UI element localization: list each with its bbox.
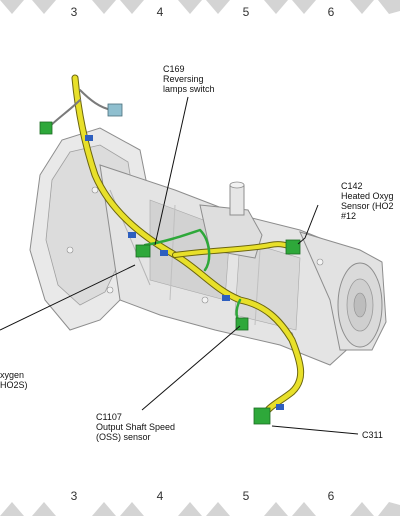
label-c311-id: C311 <box>362 430 383 440</box>
label-c142-line3: #12 <box>341 211 356 221</box>
label-c142-line2: Sensor (HO2 <box>341 201 394 211</box>
label-c142-line1: Heated Oxyg <box>341 191 394 201</box>
label-c1107: C1107 Output Shaft Speed (OSS) sensor <box>96 412 175 442</box>
leader-lines <box>0 96 359 435</box>
top-ruler: 3 4 5 6 <box>0 0 400 22</box>
ruler-number-bottom: 4 <box>157 489 164 503</box>
label-c1107-id: C1107 <box>96 412 122 422</box>
ruler-number-top: 6 <box>328 5 335 19</box>
label-c311: C311 <box>362 430 383 440</box>
ruler-number-bottom: 5 <box>243 489 250 503</box>
label-c169-line2: lamps switch <box>163 84 215 94</box>
label-c1107-line1: Output Shaft Speed <box>96 422 175 432</box>
connector-c311 <box>253 407 271 425</box>
label-c1107-line2: (OSS) sensor <box>96 432 151 442</box>
label-c142-id: C142 <box>341 181 363 191</box>
ruler-number-bottom: 3 <box>71 489 78 503</box>
transmission-illustration <box>29 127 387 366</box>
label-c169: C169 Reversing lamps switch <box>163 64 215 94</box>
connector-top-right <box>107 103 123 117</box>
label-left-line2: HO2S) <box>0 380 28 390</box>
ruler-number-bottom: 6 <box>328 489 335 503</box>
connector-c169 <box>135 244 151 258</box>
label-c169-line1: Reversing <box>163 74 204 84</box>
ruler-number-top: 4 <box>157 5 164 19</box>
label-c169-id: C169 <box>163 64 185 74</box>
label-left-line1: xygen <box>0 370 24 380</box>
label-left: xygen HO2S) <box>0 370 28 390</box>
ruler-number-top: 5 <box>243 5 250 19</box>
ruler-number-top: 3 <box>71 5 78 19</box>
bottom-ruler: 3 4 5 6 <box>0 489 400 516</box>
connector-c142 <box>285 239 301 255</box>
label-c142: C142 Heated Oxyg Sensor (HO2 #12 <box>341 181 394 221</box>
connector-top-left <box>39 121 53 135</box>
